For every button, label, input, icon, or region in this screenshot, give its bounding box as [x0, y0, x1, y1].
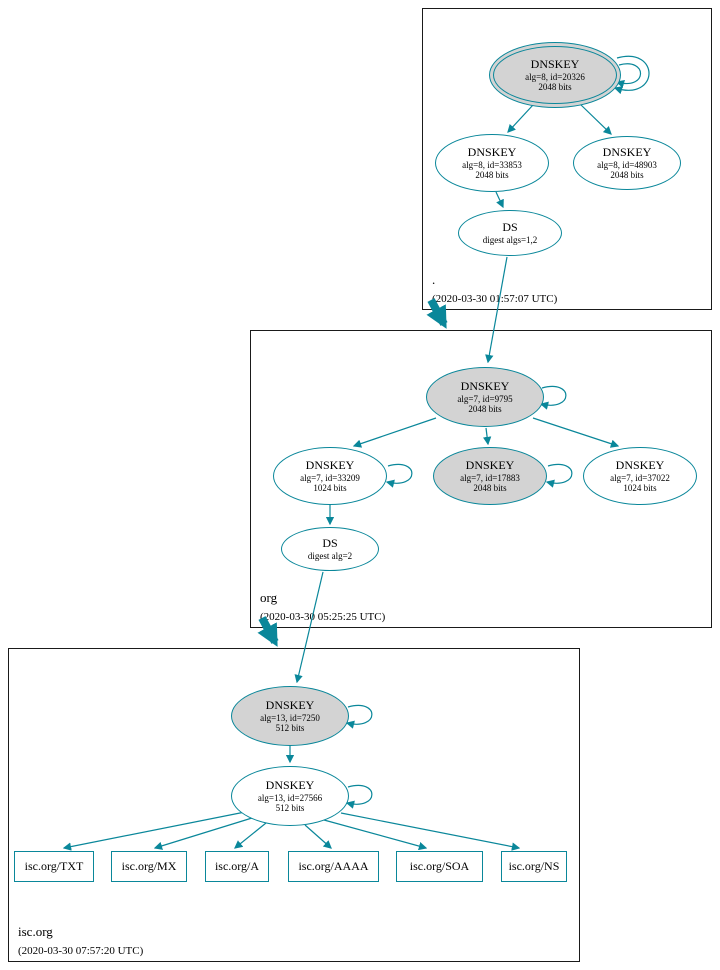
- node-title: DNSKEY: [265, 698, 315, 713]
- node-digest: digest algs=1,2: [482, 234, 538, 245]
- node-bits: 512 bits: [275, 802, 305, 813]
- ds-node-root[interactable]: DS digest algs=1,2: [458, 210, 562, 256]
- node-title: DNSKEY: [460, 379, 510, 394]
- node-title: DS: [502, 220, 518, 235]
- rrset-label: isc.org/MX: [121, 859, 177, 873]
- rrset-label: isc.org/NS: [508, 859, 560, 873]
- zone-name-root: .: [432, 272, 436, 287]
- node-alg-id: alg=8, id=33853: [462, 159, 522, 170]
- rrset-node-isc-org-soa[interactable]: isc.org/SOA: [396, 851, 483, 882]
- node-bits: 1024 bits: [313, 482, 347, 493]
- node-bits: 2048 bits: [538, 81, 572, 92]
- node-alg-id: alg=7, id=17883: [460, 472, 520, 483]
- node-bits: 2048 bits: [475, 169, 509, 180]
- zone-timestamp-root: (2020-03-30 01:57:07 UTC): [432, 293, 558, 305]
- rrset-node-isc-org-a[interactable]: isc.org/A: [205, 851, 269, 882]
- zone-timestamp-org: (2020-03-30 05:25:25 UTC): [260, 611, 386, 623]
- node-title: DS: [322, 536, 338, 551]
- node-bits: 2048 bits: [610, 169, 644, 180]
- rrset-label: isc.org/SOA: [409, 859, 470, 873]
- node-bits: 2048 bits: [473, 482, 507, 493]
- node-title: DNSKEY: [467, 145, 517, 160]
- node-alg-id: alg=8, id=20326: [525, 71, 585, 82]
- node-bits: 2048 bits: [468, 403, 502, 414]
- node-alg-id: alg=7, id=9795: [457, 393, 513, 404]
- zone-name-org: org: [260, 590, 278, 605]
- node-digest: digest alg=2: [307, 550, 353, 561]
- dnskey-node-org-ksk-9795[interactable]: DNSKEY alg=7, id=9795 2048 bits: [426, 367, 544, 427]
- node-bits: 512 bits: [275, 722, 305, 733]
- rrset-node-isc-org-mx[interactable]: isc.org/MX: [111, 851, 187, 882]
- node-title: DNSKEY: [305, 458, 355, 473]
- rrset-node-isc-org-ns[interactable]: isc.org/NS: [501, 851, 567, 882]
- zone-timestamp-isc-org: (2020-03-30 07:57:20 UTC): [18, 945, 144, 957]
- dnskey-node-isc-zsk-27566[interactable]: DNSKEY alg=13, id=27566 512 bits: [231, 766, 349, 826]
- node-title: DNSKEY: [265, 778, 315, 793]
- dnskey-node-org-33209[interactable]: DNSKEY alg=7, id=33209 1024 bits: [273, 447, 387, 505]
- node-bits: 1024 bits: [623, 482, 657, 493]
- dnskey-node-org-17883[interactable]: DNSKEY alg=7, id=17883 2048 bits: [433, 447, 547, 505]
- node-title: DNSKEY: [615, 458, 665, 473]
- node-title: DNSKEY: [602, 145, 652, 160]
- node-alg-id: alg=8, id=48903: [597, 159, 657, 170]
- ds-node-org[interactable]: DS digest alg=2: [281, 527, 379, 571]
- dnskey-node-isc-ksk-7250[interactable]: DNSKEY alg=13, id=7250 512 bits: [231, 686, 349, 746]
- node-alg-id: alg=13, id=7250: [260, 712, 320, 723]
- dnskey-node-root-ksk-20326[interactable]: DNSKEY alg=8, id=20326 2048 bits: [489, 42, 621, 108]
- zone-name-isc-org: isc.org: [18, 924, 53, 939]
- dnskey-node-root-zsk-48903[interactable]: DNSKEY alg=8, id=48903 2048 bits: [573, 136, 681, 190]
- dnskey-node-org-37022[interactable]: DNSKEY alg=7, id=37022 1024 bits: [583, 447, 697, 505]
- node-alg-id: alg=7, id=37022: [610, 472, 670, 483]
- node-title: DNSKEY: [465, 458, 515, 473]
- rrset-label: isc.org/A: [214, 859, 260, 873]
- rrset-label: isc.org/TXT: [24, 859, 84, 873]
- node-alg-id: alg=13, id=27566: [257, 792, 323, 803]
- rrset-node-isc-org-aaaa[interactable]: isc.org/AAAA: [288, 851, 379, 882]
- rrset-label: isc.org/AAAA: [298, 859, 369, 873]
- dnskey-node-root-zsk-33853[interactable]: DNSKEY alg=8, id=33853 2048 bits: [435, 134, 549, 192]
- rrset-node-isc-org-txt[interactable]: isc.org/TXT: [14, 851, 94, 882]
- node-title: DNSKEY: [530, 57, 580, 72]
- node-alg-id: alg=7, id=33209: [300, 472, 360, 483]
